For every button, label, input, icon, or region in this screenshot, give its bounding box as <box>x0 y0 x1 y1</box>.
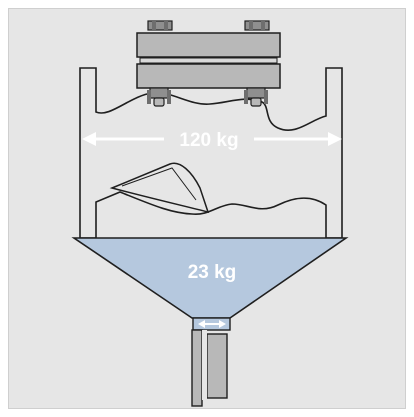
clamp-assembly <box>136 20 281 89</box>
double-arrow-icon <box>198 320 226 328</box>
upper-clamp-plate <box>136 32 281 58</box>
middle-shim-plate <box>139 57 278 64</box>
inner-baffle <box>109 162 210 214</box>
bolt-icon <box>147 20 173 31</box>
outlet-chute <box>191 329 203 407</box>
double-arrow-icon <box>82 132 342 146</box>
lower-clamp-plate <box>136 63 281 89</box>
outlet-slot <box>202 330 207 400</box>
upper-weight-label: 120 kg <box>179 130 238 151</box>
bolt-icon <box>147 87 171 107</box>
lower-weight-label: 23 kg <box>188 262 237 283</box>
container-body <box>79 67 343 239</box>
bolt-icon <box>244 20 270 31</box>
outlet-gate <box>206 333 228 399</box>
inner-baffle-line <box>121 167 197 201</box>
bolt-icon <box>244 87 268 107</box>
